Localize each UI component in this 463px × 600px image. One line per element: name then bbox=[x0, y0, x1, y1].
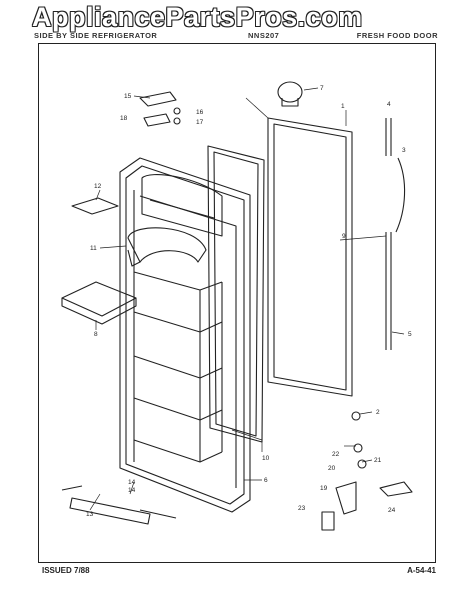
diagram-frame bbox=[38, 43, 436, 563]
callout-4: 4 bbox=[387, 101, 391, 108]
callout-11: 11 bbox=[90, 245, 97, 252]
issued-date: ISSUED 7/88 bbox=[42, 566, 90, 575]
door-handle-part bbox=[385, 118, 406, 350]
callout-22: 22 bbox=[332, 451, 340, 458]
callout-14a: 14 bbox=[128, 487, 136, 494]
door-liner-part bbox=[119, 157, 251, 513]
callout-14b: 14 bbox=[128, 479, 136, 486]
egg-tray-part bbox=[61, 281, 137, 325]
callout-16: 16 bbox=[196, 109, 204, 116]
outer-door-panel-part bbox=[267, 117, 353, 397]
bottom-hinge-part bbox=[61, 411, 413, 531]
callout-2: 2 bbox=[376, 409, 380, 416]
callout-15: 15 bbox=[124, 93, 132, 100]
callout-12: 12 bbox=[94, 183, 102, 190]
callout-24: 24 bbox=[388, 507, 396, 514]
diagram-header: SIDE BY SIDE REFRIGERATOR NNS207 FRESH F… bbox=[30, 28, 440, 42]
callout-13: 13 bbox=[86, 511, 94, 518]
callout-1: 1 bbox=[341, 103, 345, 110]
callout-18: 18 bbox=[120, 115, 128, 122]
callout-17: 17 bbox=[196, 119, 204, 126]
watermark-logo: AppliancePartsPros.com bbox=[32, 2, 363, 32]
callout-5: 5 bbox=[408, 331, 412, 338]
leader-lines bbox=[89, 87, 405, 511]
header-section-title: FRESH FOOD DOOR bbox=[356, 31, 438, 40]
callout-8: 8 bbox=[94, 331, 98, 338]
header-product-title: SIDE BY SIDE REFRIGERATOR bbox=[34, 31, 158, 40]
page-code: A-54-41 bbox=[407, 566, 436, 575]
callout-19: 19 bbox=[320, 485, 328, 492]
callout-7: 7 bbox=[320, 85, 324, 92]
callout-21: 21 bbox=[374, 457, 382, 464]
callout-23: 23 bbox=[298, 505, 306, 512]
callout-9: 9 bbox=[342, 233, 346, 240]
callout-10: 10 bbox=[262, 455, 270, 462]
dairy-door-part bbox=[127, 227, 207, 267]
butter-shelf-part bbox=[71, 197, 119, 215]
hinge-cap-part bbox=[277, 81, 303, 107]
header-model-number: NNS207 bbox=[248, 31, 280, 40]
callout-6: 6 bbox=[264, 477, 268, 484]
callout-20: 20 bbox=[328, 465, 336, 472]
part-callouts: 1 2 3 4 5 6 7 8 9 10 11 12 13 14 14 15 1… bbox=[86, 85, 412, 518]
callout-3: 3 bbox=[402, 147, 406, 154]
top-hinge-part bbox=[139, 91, 181, 127]
